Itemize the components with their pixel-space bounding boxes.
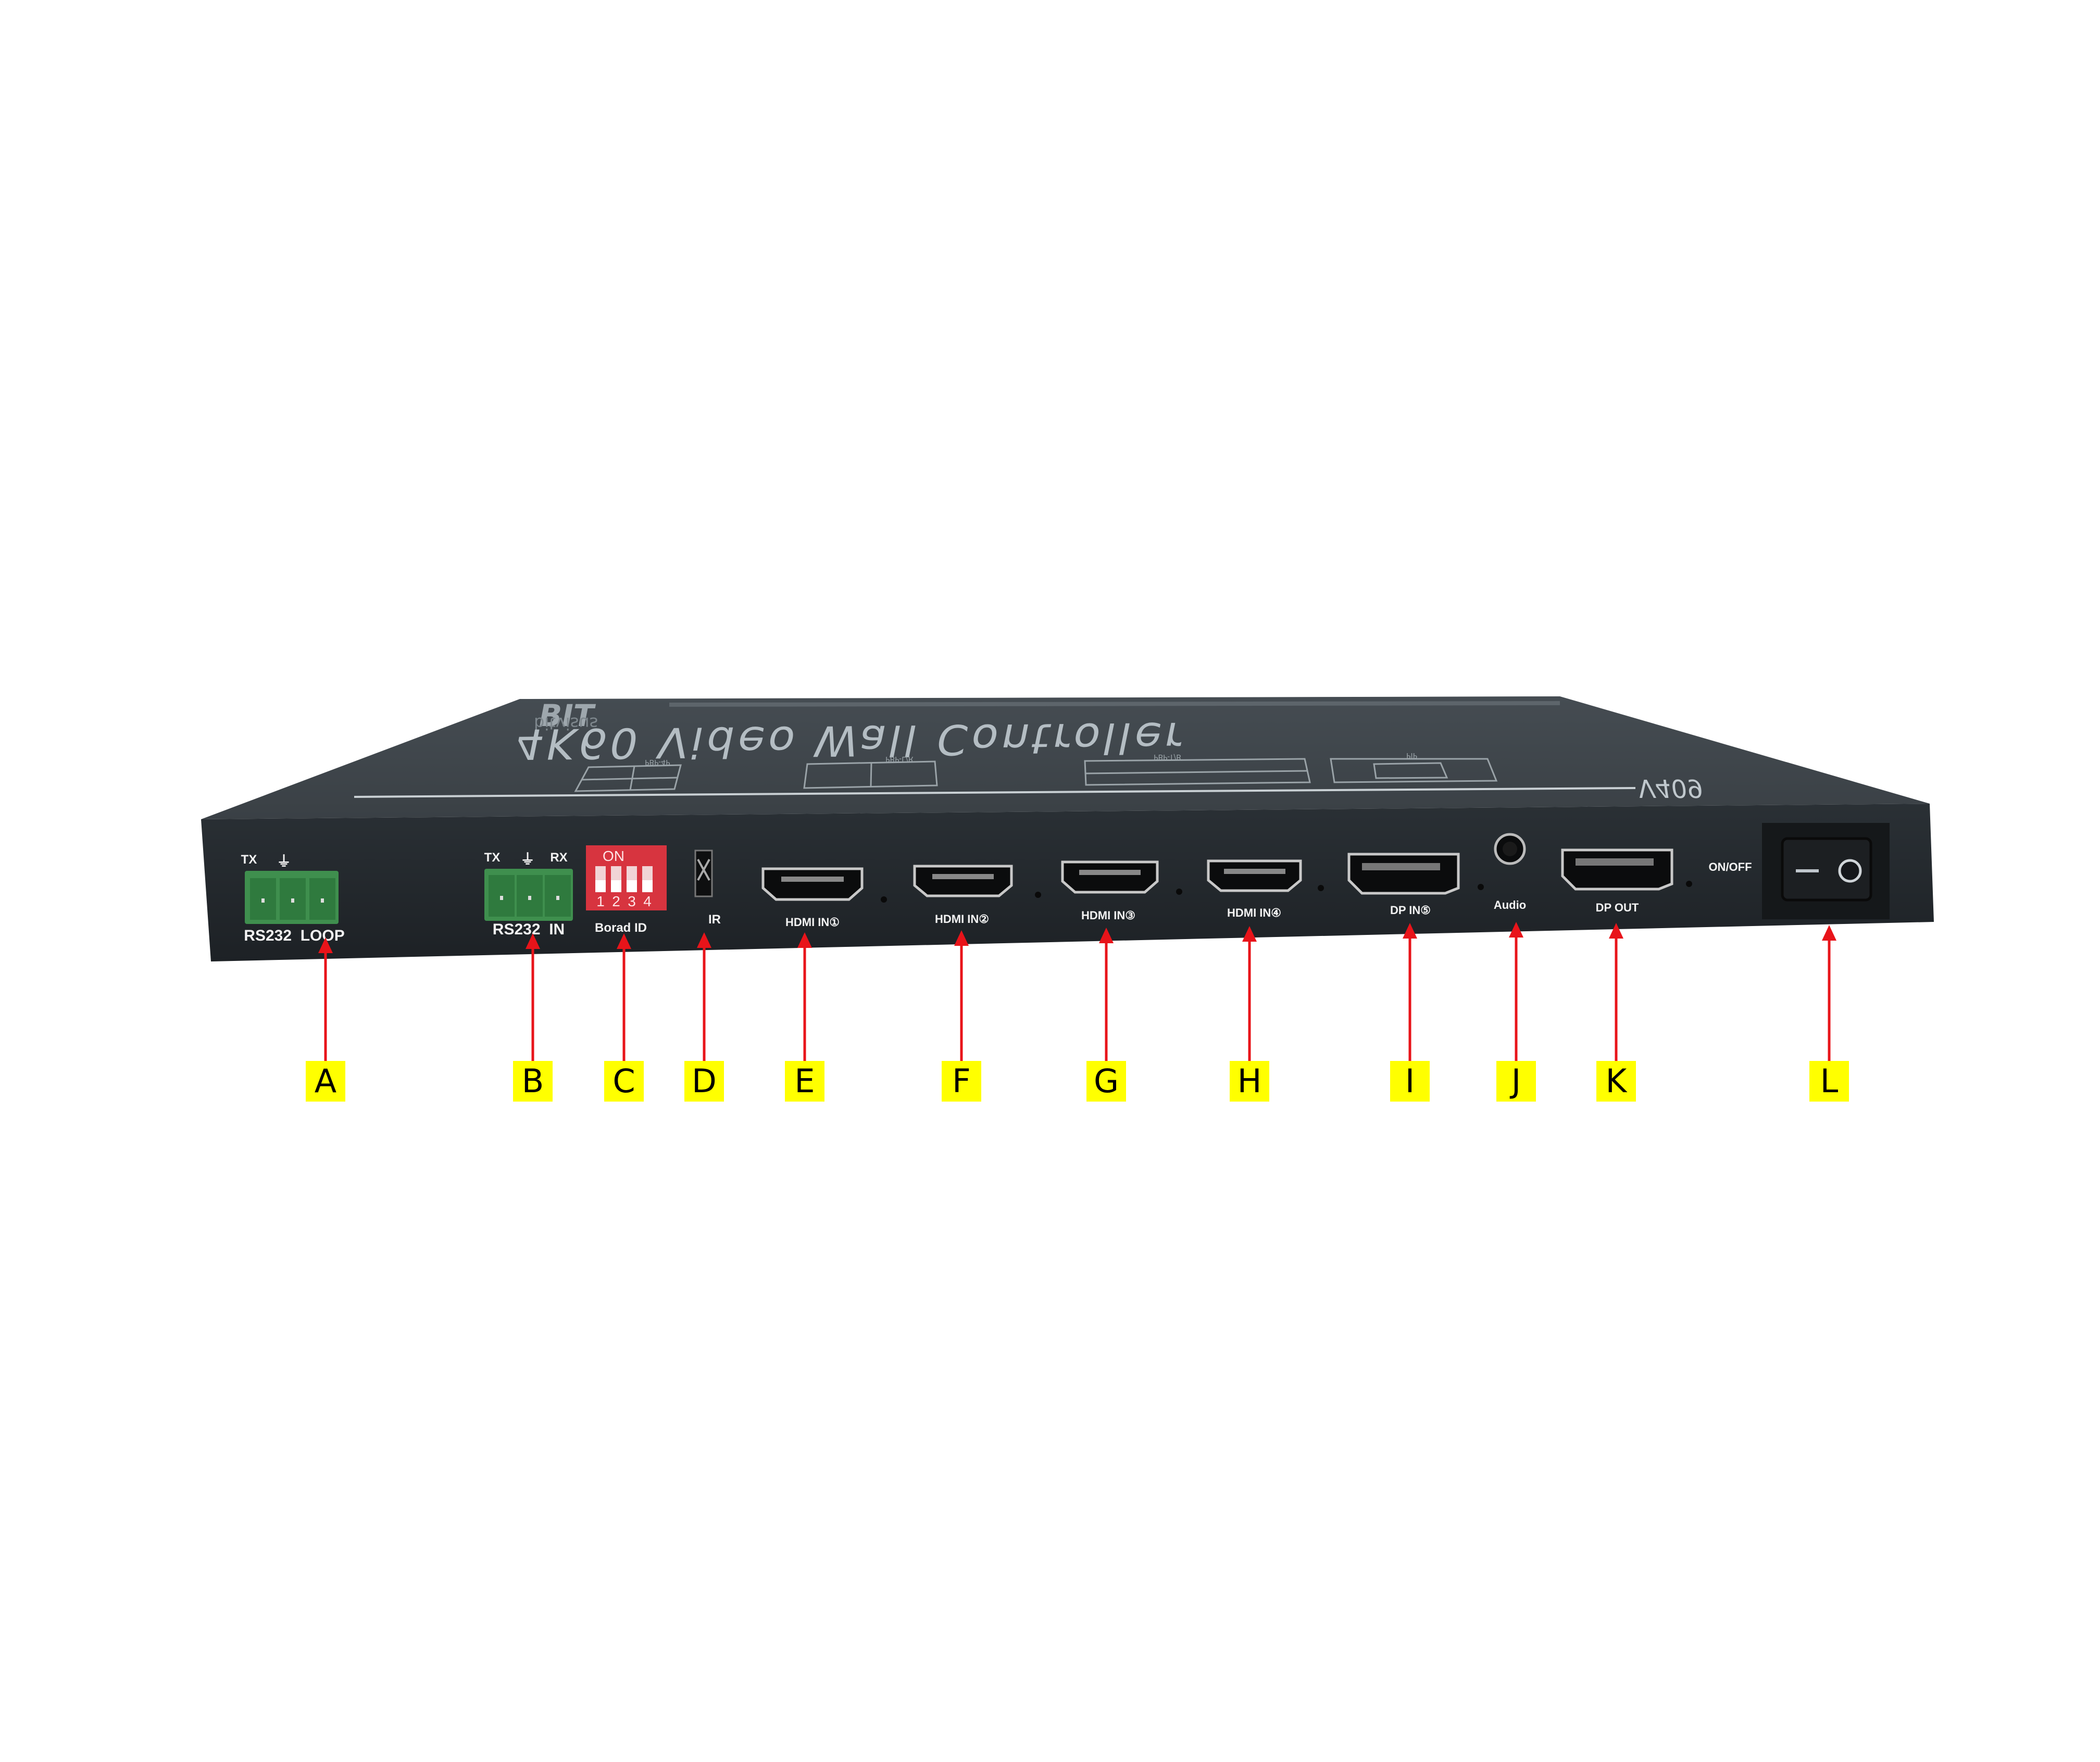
- hdmi-in-3-port[interactable]: [1061, 860, 1159, 894]
- audio-jack[interactable]: [1494, 833, 1526, 865]
- arrow-k-head: [1609, 923, 1623, 939]
- rs232-loop-terminal[interactable]: [245, 871, 339, 924]
- dip-number-3: 3: [628, 893, 636, 909]
- arrow-d-head: [697, 932, 711, 948]
- arrow-k-line: [1615, 938, 1618, 1061]
- callout-l: L: [1809, 1061, 1849, 1102]
- rs232-loop-pin-tx: TX: [241, 853, 257, 867]
- callout-c: C: [604, 1061, 644, 1102]
- on-off-label: ON/OFF: [1708, 860, 1752, 873]
- model-number: V409: [1636, 773, 1705, 803]
- hdmi-in-1-label: HDMI IN①: [785, 916, 840, 929]
- layout-icon-pbp-lr: [803, 760, 938, 789]
- arrow-e-line: [803, 947, 806, 1061]
- led-dots: [881, 881, 1692, 903]
- board-id-dip-switch[interactable]: [586, 845, 667, 910]
- arrow-j-line: [1515, 936, 1518, 1061]
- rs232-in-terminal[interactable]: [484, 869, 573, 921]
- dp-out-label: DP OUT: [1595, 901, 1639, 914]
- dip-number-4: 4: [643, 893, 652, 909]
- callout-d: D: [684, 1061, 724, 1102]
- arrow-f-head: [954, 930, 969, 946]
- arrow-l-line: [1828, 940, 1831, 1061]
- power-rocker-switch[interactable]: [1762, 823, 1890, 919]
- switch-on-symbol-icon: [1796, 869, 1819, 872]
- hdmi-in-3-label: HDMI IN③: [1081, 909, 1136, 922]
- layout-label-pbp-lr: PBP-L/R: [885, 755, 914, 763]
- layout-label-pip: PIP: [1406, 751, 1418, 759]
- dp-out-port[interactable]: [1561, 848, 1673, 891]
- arrow-g-head: [1099, 928, 1114, 943]
- arrow-i-head: [1403, 923, 1417, 939]
- hdmi-in-4-port[interactable]: [1207, 859, 1302, 892]
- arrow-b-line: [531, 948, 534, 1061]
- arrow-b-head: [526, 933, 540, 949]
- arrow-f-line: [960, 945, 963, 1061]
- rs232-in-pin-tx: TX: [484, 851, 501, 865]
- arrow-a-line: [324, 952, 327, 1061]
- ir-receiver: [694, 849, 713, 897]
- audio-label: Audio: [1493, 898, 1527, 911]
- ir-label: IR: [708, 913, 721, 927]
- arrow-h-head: [1242, 926, 1257, 942]
- arrow-c-head: [617, 933, 631, 949]
- arrow-a-head: [318, 938, 333, 953]
- arrow-j-head: [1509, 922, 1523, 938]
- hdmi-in-2-port[interactable]: [913, 865, 1013, 897]
- arrow-i-line: [1408, 938, 1411, 1061]
- arrow-l-head: [1822, 925, 1836, 941]
- callout-j: J: [1496, 1061, 1536, 1102]
- layout-label-pbp-4p: PBP-4P: [645, 758, 670, 766]
- callout-e: E: [785, 1061, 824, 1102]
- dip-number-2: 2: [612, 893, 620, 909]
- layout-label-pbp-tb: PBP-T/B: [1154, 753, 1181, 761]
- dip-on-label: ON: [603, 848, 624, 864]
- dp-in-5-label: DP IN⑤: [1390, 904, 1431, 917]
- hdmi-in-1-port[interactable]: [761, 867, 864, 901]
- switch-off-symbol-icon: [1838, 859, 1862, 883]
- product-title: 4K60 Video Wall Controller: [510, 713, 1191, 768]
- rs232-loop-pin-ground-icon: ⏚: [276, 853, 292, 869]
- arrow-e-head: [797, 932, 812, 948]
- callout-i: I: [1390, 1061, 1430, 1102]
- dip-number-1: 1: [596, 893, 605, 909]
- callout-g: G: [1086, 1061, 1126, 1102]
- callout-f: F: [942, 1061, 981, 1102]
- dp-in-5-port[interactable]: [1347, 853, 1460, 895]
- arrow-h-line: [1248, 941, 1251, 1061]
- layout-icon-pbp-tb: [1084, 758, 1311, 786]
- arrow-g-line: [1105, 942, 1108, 1061]
- callout-b: B: [513, 1061, 553, 1102]
- hdmi-in-2-label: HDMI IN②: [934, 913, 990, 926]
- board-id-label: Borad ID: [594, 921, 647, 935]
- arrow-c-line: [622, 948, 626, 1061]
- layout-icon-pip: [1330, 758, 1498, 783]
- rs232-in-pin-rx: RX: [550, 851, 568, 865]
- callout-a: A: [306, 1061, 345, 1102]
- layout-icon-pbp-4p: [574, 764, 682, 792]
- rs232-in-pin-ground-icon: ⏚: [520, 851, 535, 867]
- hdmi-in-4-label: HDMI IN④: [1227, 906, 1282, 919]
- arrow-d-line: [703, 947, 706, 1061]
- callout-h: H: [1230, 1061, 1269, 1102]
- brand-logo: BIT: [539, 698, 594, 733]
- callout-k: K: [1596, 1061, 1636, 1102]
